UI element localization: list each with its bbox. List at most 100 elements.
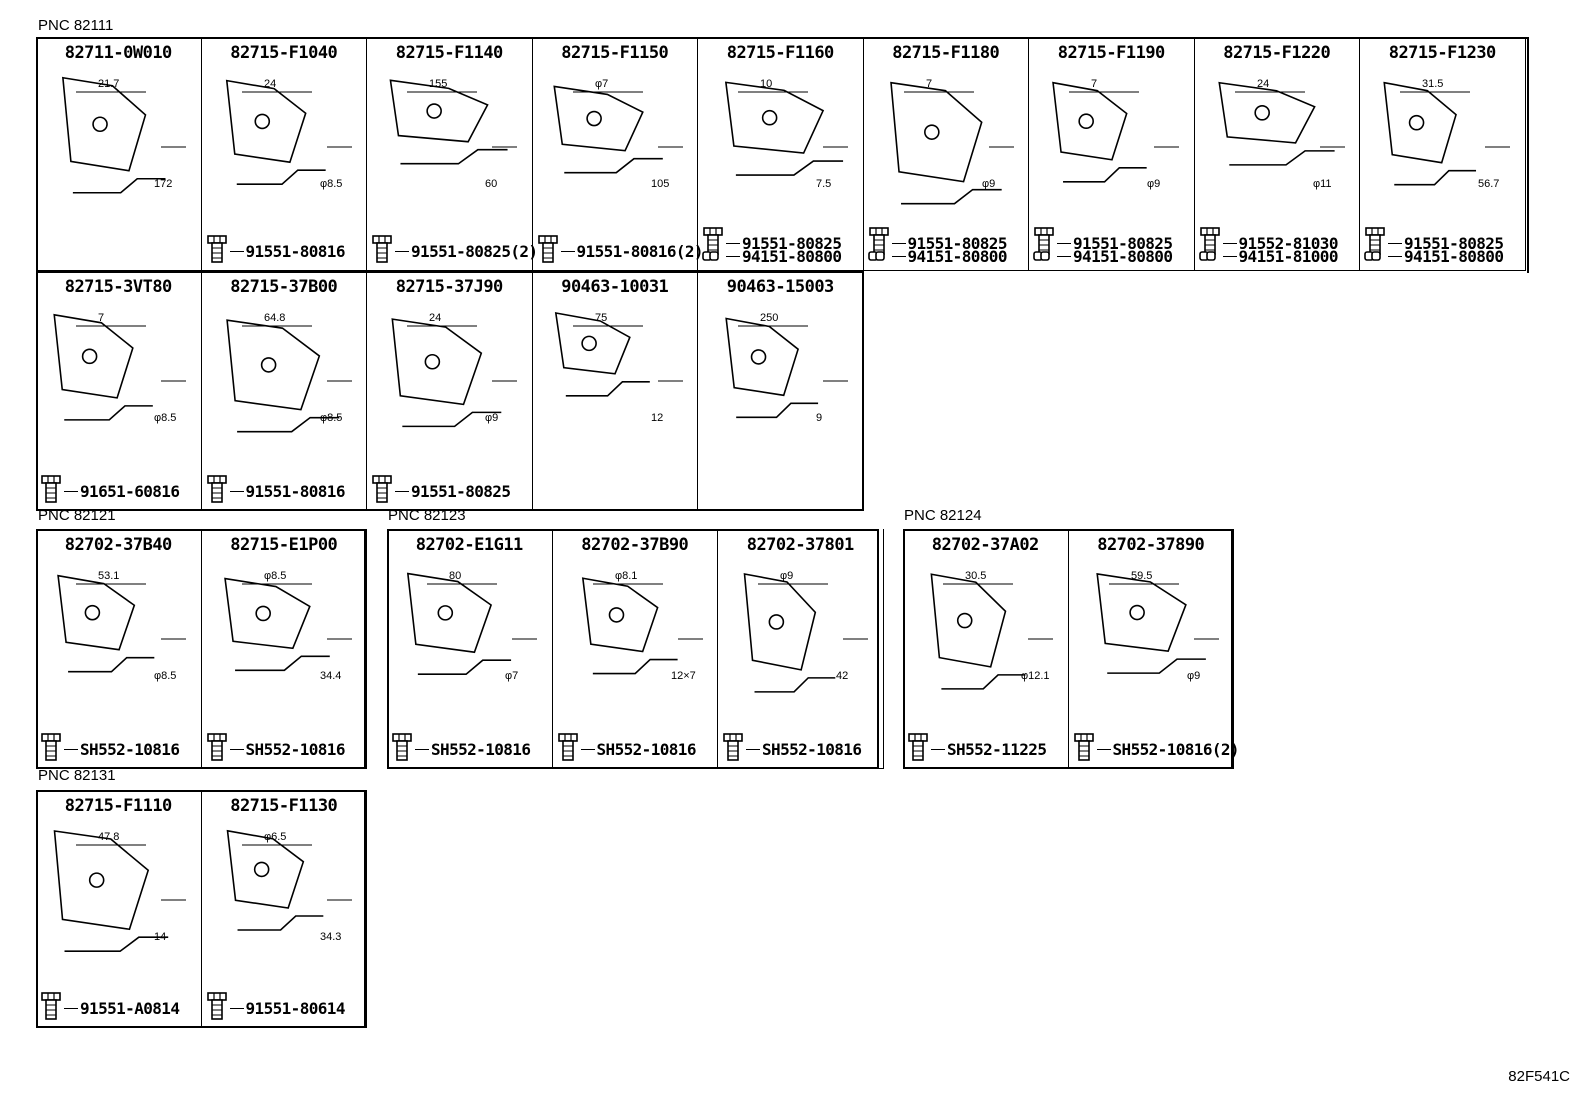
pnc-label-82131: PNC 82131 bbox=[38, 767, 116, 784]
dimension-label: φ9 bbox=[982, 178, 995, 190]
dimension-label: 7.5 bbox=[816, 178, 831, 190]
bolt-icon bbox=[206, 733, 228, 765]
dimension-label: 80 bbox=[449, 570, 461, 582]
bolt-callout: 91552-81030 bbox=[1199, 227, 1338, 259]
part-number: 82715-F1230 bbox=[1388, 43, 1497, 63]
bolt-part-number: SH552-10816 bbox=[431, 739, 531, 759]
parts-group-82111-row1 bbox=[36, 37, 1529, 273]
dimension-label: 172 bbox=[154, 178, 172, 190]
bolt-callout: SH552-10816 bbox=[40, 733, 180, 765]
bolt-icon bbox=[40, 992, 62, 1024]
part-number: 82715-F1150 bbox=[561, 43, 669, 63]
bolt-part-number: 94151-81000 bbox=[1238, 247, 1339, 266]
bolt-part-number: 94151-80800 bbox=[1073, 247, 1173, 266]
bolt-callout: 91551-80816 bbox=[206, 235, 345, 267]
part-drawing: 75 12 bbox=[554, 311, 683, 424]
bolt-part-number: SH552-10816(2) bbox=[1112, 739, 1240, 759]
leader-line bbox=[64, 748, 78, 750]
leader-line bbox=[1096, 748, 1111, 750]
dimension-label: 7 bbox=[98, 312, 104, 324]
bolt-part-number: 91551-80816 bbox=[245, 241, 346, 261]
part-drawing: φ6.534.3 bbox=[226, 829, 352, 943]
bolt-icon bbox=[391, 733, 413, 765]
dimension-label: 12 bbox=[651, 412, 663, 424]
dimension-label: 59.5 bbox=[1131, 570, 1152, 582]
bolt-part-number: 91551-80825(2) bbox=[411, 241, 538, 261]
nut-callout: 94151-80800 bbox=[867, 247, 1007, 266]
part-drawing: 7φ9 bbox=[1052, 78, 1179, 190]
leader-line bbox=[395, 490, 409, 492]
dimension-label: φ8.5 bbox=[320, 178, 342, 190]
part-drawing: 24 φ11 bbox=[1217, 78, 1345, 190]
pnc-label-82124: PNC 82124 bbox=[904, 507, 982, 524]
part-number: 82715-3VT80 bbox=[64, 277, 173, 297]
part-drawing: 30.5 φ12.1 bbox=[930, 570, 1053, 690]
bolt-icon bbox=[557, 733, 579, 765]
dimension-label: φ8.5 bbox=[264, 570, 286, 582]
leader-line bbox=[560, 250, 575, 252]
dimension-label: φ6.5 bbox=[264, 831, 286, 843]
dimension-label: 53.1 bbox=[98, 570, 119, 582]
nut-icon bbox=[702, 247, 724, 266]
bolt-icon bbox=[907, 733, 929, 765]
part-drawing: 31.556.7 bbox=[1383, 78, 1510, 190]
leader-line bbox=[229, 1007, 244, 1009]
dimension-label: φ11 bbox=[1313, 178, 1332, 190]
dimension-label: φ8.5 bbox=[154, 412, 176, 424]
part-number: 90463-15003 bbox=[726, 277, 835, 297]
part-cell: 82715-F1040 24 φ8.5 91551-80816 bbox=[201, 37, 367, 271]
bolt-callout: 91551-80825(2) bbox=[371, 235, 538, 267]
bolt-callout: 91551-80825 bbox=[868, 227, 1007, 259]
bolt-icon bbox=[722, 733, 744, 765]
part-drawing: φ8.534.4 bbox=[223, 570, 352, 682]
nut-icon bbox=[1198, 247, 1221, 266]
nut-callout: 94151-81000 bbox=[1198, 247, 1339, 266]
bolt-part-number: SH552-10816 bbox=[596, 739, 697, 759]
part-number: 82715-E1P00 bbox=[230, 535, 338, 555]
bolt-icon bbox=[537, 235, 559, 267]
part-drawing: 59.5φ9 bbox=[1095, 570, 1219, 682]
leader-line bbox=[229, 748, 244, 750]
part-number: 82715-F1190 bbox=[1057, 43, 1166, 63]
bolt-part-number: 91551-80825 bbox=[907, 233, 1008, 253]
bolt-callout: SH552-10816 bbox=[557, 733, 696, 765]
leader-line bbox=[1388, 256, 1402, 257]
part-number: 82715-F1220 bbox=[1223, 43, 1331, 63]
part-number: 82715-37B00 bbox=[230, 277, 338, 297]
part-number: 82715-F1130 bbox=[230, 796, 338, 816]
bolt-part-number: SH552-10816 bbox=[762, 739, 862, 759]
part-drawing: 7φ9 bbox=[889, 78, 1014, 205]
part-drawing: 7 φ8.5 bbox=[53, 312, 186, 424]
bolt-part-number: 91551-80614 bbox=[245, 998, 346, 1018]
nut-callout: 94151-80800 bbox=[1364, 247, 1504, 266]
dimension-label: φ9 bbox=[1147, 178, 1160, 190]
part-number: 82715-F1160 bbox=[726, 43, 835, 63]
part-number: 82702-37B90 bbox=[581, 535, 689, 555]
bolt-part-number: 94151-80800 bbox=[742, 247, 842, 266]
dimension-label: φ12.1 bbox=[1021, 670, 1050, 682]
part-number: 82715-F1040 bbox=[230, 43, 338, 63]
bolt-callout: 91651-60816 bbox=[40, 475, 180, 507]
dimension-label: 75 bbox=[595, 312, 607, 324]
dimension-label: 24 bbox=[1257, 78, 1269, 90]
bolt-part-number: 91551-80825 bbox=[1404, 233, 1504, 253]
dimension-label: 60 bbox=[485, 178, 497, 190]
bolt-callout: SH552-10816 bbox=[391, 733, 531, 765]
bolt-part-number: 91552-81030 bbox=[1238, 233, 1339, 253]
bolt-callout: 91551-80825 bbox=[371, 475, 511, 507]
dimension-label: 24 bbox=[264, 78, 276, 90]
dimension-label: 30.5 bbox=[965, 570, 986, 582]
nut-icon bbox=[1033, 247, 1055, 266]
dimension-label: 42 bbox=[836, 670, 848, 682]
part-number: 82715-F1140 bbox=[395, 43, 504, 63]
bolt-callout: SH552-10816(2) bbox=[1073, 733, 1240, 765]
figure-code: 82F541C bbox=[1508, 1068, 1570, 1085]
